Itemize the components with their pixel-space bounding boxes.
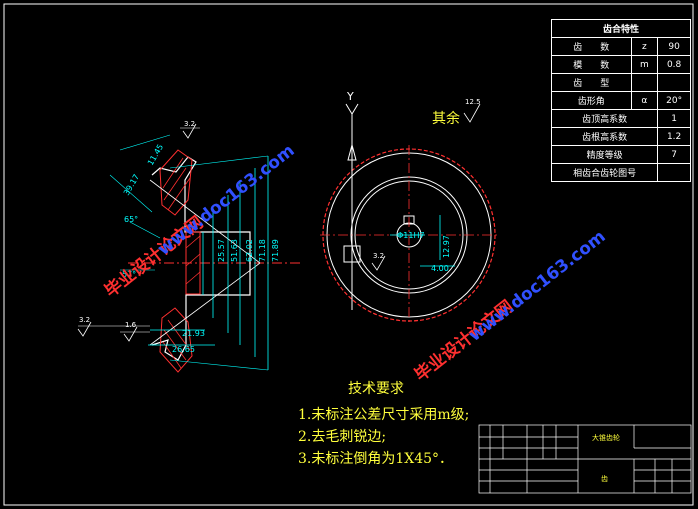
roughness-top: 3.2 <box>184 120 195 128</box>
spec-value: 7 <box>657 145 691 164</box>
dim-key: 12.97 <box>442 235 451 258</box>
spec-table-title: 齿合特性 <box>551 19 691 38</box>
title-block <box>478 424 692 494</box>
spec-symbol: m <box>630 55 659 74</box>
dim-71-18: 71.18 <box>258 239 267 262</box>
gear-front-view <box>320 103 500 325</box>
spec-value <box>657 73 691 92</box>
spec-value: 90 <box>657 37 691 56</box>
spec-symbol: α <box>630 91 659 110</box>
spec-name: 齿顶高系数 <box>550 109 659 128</box>
spec-name: 齿 型 <box>551 73 632 92</box>
roughness-global-value: 12.5 <box>465 98 481 106</box>
spec-value: 1 <box>657 109 691 128</box>
spec-row-mating-gear: 相齿合齿轮图号 <box>550 163 691 182</box>
dim-key-width: 4.00 <box>431 264 449 273</box>
dim-angle-57: 57° <box>122 270 136 279</box>
dim-25-57: 25.57 <box>217 239 226 262</box>
spec-row-type: 齿 型 <box>551 73 691 92</box>
spec-value <box>657 163 691 182</box>
spec-name: 模 数 <box>551 55 632 74</box>
spec-symbol: z <box>630 37 659 56</box>
dim-bore: Φ11H7 <box>397 231 425 240</box>
tech-item: 1.未标注公差尺寸采用m级; <box>298 407 470 423</box>
roughness-global-symbol <box>463 103 481 123</box>
spec-name: 齿 数 <box>551 37 632 56</box>
tech-item: 2.去毛刺锐边; <box>298 429 387 445</box>
gear-section-view <box>78 127 300 373</box>
tech-requirements-title: 技术要求 <box>348 381 404 397</box>
dim-51-63: 51.63 <box>230 239 239 262</box>
surface-note-label: 其余 <box>432 111 460 127</box>
dim-26-65: 26.65 <box>172 345 195 354</box>
dim-62-02: 62.02 <box>245 239 254 262</box>
spec-name: 相齿合齿轮图号 <box>550 163 659 182</box>
spec-name: 精度等级 <box>550 145 659 164</box>
roughness-bottom: 1.6 <box>125 321 137 329</box>
tech-item: 3.未标注倒角为1X45°． <box>298 451 454 467</box>
roughness-bore: 3.2 <box>373 252 384 260</box>
spec-value: 1.2 <box>657 127 691 146</box>
spec-value: 20° <box>657 91 691 110</box>
dim-11-45: 11.45 <box>146 143 165 167</box>
part-name: 大锥齿轮 <box>592 434 620 442</box>
drawing-border <box>3 3 694 506</box>
y-axis-label: Y <box>346 90 354 103</box>
dim-71-89: 71.89 <box>271 239 280 262</box>
drawing-label: 齿 <box>601 475 608 483</box>
dim-21-93: 21.93 <box>182 329 205 338</box>
spec-name: 齿根高系数 <box>550 127 659 146</box>
spec-value: 0.8 <box>657 55 691 74</box>
spec-symbol <box>630 73 659 92</box>
tech-requirements: 技术要求 1.未标注公差尺寸采用m级; 2.去毛刺锐边; 3.未标注倒角为1X4… <box>298 378 469 470</box>
roughness-left: 3.2 <box>79 316 90 324</box>
roughness-symbols: 3.2 3.2 1.6 3.2 <box>77 120 386 342</box>
dim-angle-65: 65° <box>124 215 138 224</box>
spec-name: 齿形角 <box>551 91 632 110</box>
dim-39-17: 39.17 <box>122 173 141 197</box>
